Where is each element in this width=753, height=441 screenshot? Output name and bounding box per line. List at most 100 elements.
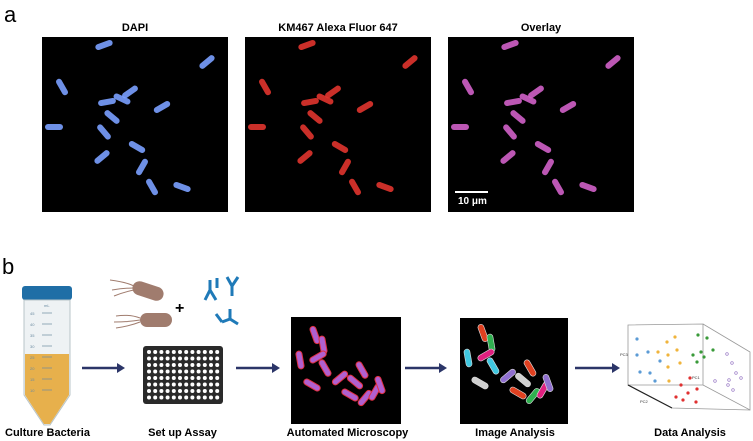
well (215, 356, 220, 361)
bacterium-rod (519, 93, 537, 105)
pca-point (635, 337, 639, 341)
pca-plot (627, 323, 751, 411)
pca-point (667, 379, 671, 383)
well (190, 382, 195, 387)
bacterium-rod (173, 181, 191, 193)
well (178, 382, 182, 387)
arrow-head (612, 363, 620, 373)
well (202, 389, 207, 393)
pca-point (673, 335, 677, 339)
bacterium-rod (259, 78, 271, 96)
pca-point (666, 365, 670, 369)
segmented-cell (509, 386, 527, 400)
well (178, 363, 182, 367)
well (184, 356, 189, 361)
pca-point (666, 353, 670, 357)
well (190, 350, 195, 354)
tube-tick-label: 20 (30, 366, 35, 371)
tube-tick-label: 10 (30, 388, 35, 393)
well (209, 395, 213, 400)
arrow-head (117, 363, 125, 373)
well (165, 356, 170, 361)
bacterium-rod (357, 389, 373, 407)
well (209, 350, 213, 354)
well (165, 363, 170, 367)
bacterium-rod (504, 97, 522, 107)
well (184, 369, 189, 374)
step-set-up-assay: Set up Assay (148, 427, 217, 439)
well (202, 356, 207, 361)
well (165, 382, 170, 387)
step-automated-microscopy: Automated Microscopy (286, 427, 409, 439)
bacterium-rod (402, 55, 418, 69)
well (165, 350, 170, 354)
bacterium-rod (136, 158, 148, 176)
pca-axis-pc3: PC3 (620, 352, 629, 357)
well (171, 350, 176, 354)
tube-tick-label: 35 (30, 333, 35, 338)
bacterium-rod (153, 101, 171, 113)
pca-point (695, 360, 699, 364)
pca-point (695, 387, 699, 391)
bacterium-rod (146, 178, 158, 196)
well (196, 350, 201, 354)
bacterium-rod (300, 124, 314, 140)
pca-point (725, 352, 729, 356)
pca-point (678, 361, 682, 365)
well (159, 350, 164, 354)
well (190, 356, 195, 361)
pca-point (653, 379, 657, 383)
bacterium-rod (104, 110, 120, 124)
bacterium-rod (301, 97, 319, 107)
pca-point (730, 361, 734, 365)
bacterium-rod (346, 374, 364, 390)
well (209, 376, 213, 380)
well (202, 363, 207, 367)
arrow-head (272, 363, 280, 373)
well (202, 369, 207, 374)
pca-point (681, 398, 685, 402)
well (165, 389, 170, 393)
well (159, 356, 164, 361)
well (196, 389, 201, 393)
well (190, 369, 195, 374)
antibody-icon (203, 276, 240, 326)
bacterium-rod (298, 39, 316, 51)
segmented-cell (525, 388, 541, 404)
bacterium-rod (199, 55, 215, 69)
well (147, 376, 151, 380)
plus-sign: + (175, 300, 184, 317)
panel-a-label: a (4, 2, 17, 27)
pca-point (694, 400, 698, 404)
bacterium-rod (297, 150, 313, 164)
step-image-analysis: Image Analysis (475, 427, 555, 439)
well (147, 356, 151, 361)
well (209, 356, 213, 361)
well (153, 395, 158, 400)
well (209, 382, 213, 387)
pca-point (711, 348, 715, 352)
well (159, 363, 164, 367)
well (196, 356, 201, 361)
well (153, 389, 158, 393)
well (171, 376, 176, 380)
bacterium-rod (309, 350, 327, 364)
well (147, 382, 151, 387)
pca-point (726, 383, 730, 387)
pca-point (688, 376, 692, 380)
bacterium-rod (542, 158, 554, 176)
bacterium-rod (559, 101, 577, 113)
well (184, 382, 189, 387)
bacterium-rod (307, 110, 323, 124)
pca-point (699, 350, 703, 354)
bacterium-rod (97, 124, 111, 140)
well (196, 363, 201, 367)
well (153, 382, 158, 387)
pca-point (635, 353, 639, 357)
bacterium-rod (309, 325, 321, 345)
overlay-image: 10 μm (448, 37, 634, 212)
alexa-image (245, 37, 431, 212)
well (215, 395, 220, 400)
pca-point (705, 336, 709, 340)
